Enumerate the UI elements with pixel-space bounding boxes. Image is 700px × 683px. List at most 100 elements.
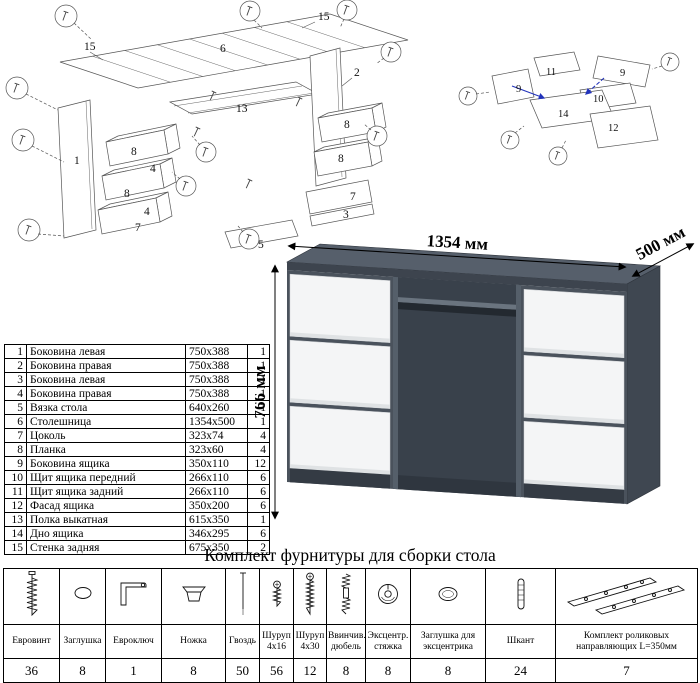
desk-exploded-parts: [57, 13, 409, 249]
part-callout-label: 3: [343, 209, 349, 221]
part-size: 1354x500: [185, 414, 248, 429]
part-name: Цоколь: [26, 428, 186, 443]
part-number: 11: [4, 484, 27, 499]
part-callout-label: 10: [593, 94, 604, 105]
part-callout-label: 8: [131, 146, 137, 158]
hardware-qty: 8: [161, 658, 226, 683]
screw-4x16-icon: [271, 580, 282, 608]
nail-icon: [239, 572, 246, 615]
hardware-icon-row: [3, 568, 698, 625]
part-name: Боковина ящика: [26, 456, 186, 471]
cam-cover-icon: [438, 587, 458, 601]
part-size: 750x388: [185, 372, 248, 387]
cam-lock-icon: [378, 584, 398, 604]
part-name: Дно ящика: [26, 526, 186, 541]
drawer-front: [523, 421, 625, 491]
part-callout-label: 15: [84, 41, 96, 53]
part-callout-label: 1: [74, 155, 80, 167]
part-callout-label: 4: [150, 163, 156, 175]
drawer-front: [289, 405, 391, 475]
part-size: 350x110: [185, 456, 248, 471]
part-name: Стенка задняя: [26, 540, 186, 555]
euro-key-icon: [120, 582, 146, 606]
part-number: 13: [4, 512, 27, 527]
hardware-kit-title: Комплект фурнитуры для сборки стола: [204, 545, 496, 565]
part-size: 675x350: [185, 540, 248, 555]
part-name: Вязка стола: [26, 400, 186, 415]
euro-screw-icon: [26, 571, 38, 617]
part-number: 6: [4, 414, 27, 429]
hardware-qty: 56: [259, 658, 294, 683]
part-name: Планка: [26, 442, 186, 457]
part-name: Боковина правая: [26, 386, 186, 401]
part-callout-label: 9: [620, 68, 625, 79]
part-callout-label: 8: [124, 188, 130, 200]
drawer-front: [523, 289, 625, 359]
part-name: Щит ящика передний: [26, 470, 186, 485]
hardware-name: Гвоздь: [225, 624, 260, 659]
part-number: 12: [4, 498, 27, 513]
drawer-exploded-diagram: 11 9 9 10 14 12: [458, 51, 680, 166]
hardware-qty: 12: [293, 658, 327, 683]
part-qty: 2: [247, 540, 270, 555]
part-name: Боковина правая: [26, 358, 186, 373]
desk-plinth: [290, 468, 390, 489]
hardware-name: Ножка: [161, 624, 226, 659]
part-callout-label: 8: [344, 119, 350, 131]
hardware-detail-callouts: [5, 0, 402, 250]
assembly-direction-arrows: [511, 77, 605, 100]
hardware-name: Комплект роликовых направляющих L=350мм: [555, 624, 698, 659]
screw-in-dowel-icon: [340, 573, 352, 615]
part-callout-label: 6: [220, 43, 226, 55]
part-number: 3: [4, 372, 27, 387]
part-number: 14: [4, 526, 27, 541]
part-number: 8: [4, 442, 27, 457]
part-size: 323x60: [185, 442, 248, 457]
desk-front: [287, 262, 627, 504]
hardware-name: Эксцентр. стяжка: [365, 624, 411, 659]
part-name: Столешница: [26, 414, 186, 429]
part-callout-label: 11: [546, 67, 556, 78]
dimension-depth-label: 500 мм: [633, 222, 689, 264]
right-pedestal-drawers: [523, 289, 625, 491]
part-size: 640x260: [185, 400, 248, 415]
hardware-qty: 8: [59, 658, 106, 683]
desk-side-panel: [626, 265, 661, 505]
hardware-name: Шуруп 4х30: [293, 624, 327, 659]
hardware-name: Заглушка: [59, 624, 106, 659]
part-name: Полка выкатная: [26, 512, 186, 527]
part-number: 4: [4, 386, 27, 401]
hardware-name: Заглушка для эксцентрика: [410, 624, 486, 659]
part-number: 2: [4, 358, 27, 373]
drawer-parts: [491, 51, 659, 149]
part-size: 266x110: [185, 484, 248, 499]
part-number: 9: [4, 456, 27, 471]
part-callout-label: 9: [516, 84, 521, 95]
part-callout-label: 4: [144, 206, 150, 218]
part-callout-label: 8: [338, 153, 344, 165]
desk-plinth: [524, 483, 624, 504]
part-number: 7: [4, 428, 27, 443]
hardware-qty: 7: [555, 658, 698, 683]
part-callout-label: 7: [350, 191, 356, 203]
hardware-qty: 24: [485, 658, 556, 683]
drawer-front: [289, 339, 391, 409]
drawer-detail-callouts: [458, 52, 680, 166]
part-callout-label: 7: [135, 222, 141, 234]
part-name: Фасад ящика: [26, 498, 186, 513]
part-callout-label: 15: [318, 11, 330, 23]
keyboard-tray: [398, 297, 516, 310]
